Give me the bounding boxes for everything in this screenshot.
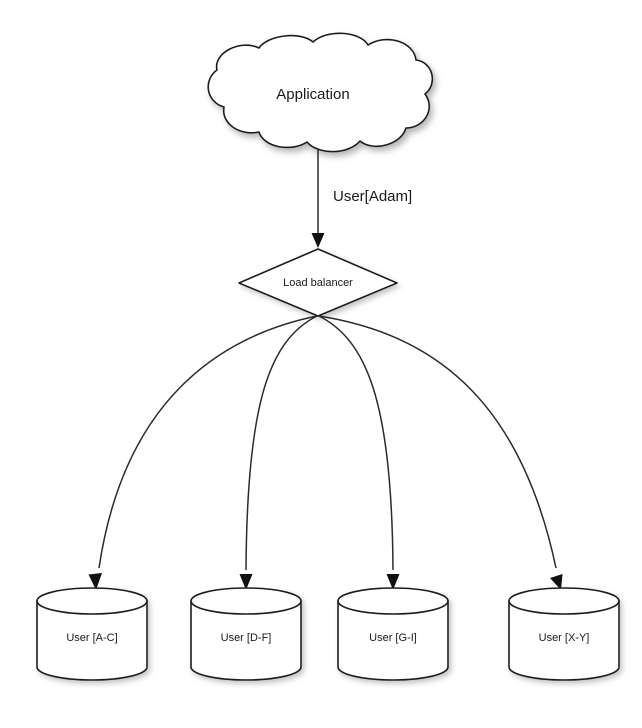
node-database-1[interactable] <box>36 587 148 681</box>
edge-balancer-to-db-2 <box>239 315 318 590</box>
cloud-label: Application <box>276 86 349 103</box>
edge-balancer-to-db-3-arrow-icon <box>386 574 400 590</box>
edge-balancer-to-db-2-arrow-icon <box>239 574 253 590</box>
load-balancer-label: Load balancer <box>283 277 353 289</box>
edge-balancer-to-db-3 <box>318 315 400 590</box>
node-database-4[interactable] <box>508 587 620 681</box>
node-application-cloud[interactable]: Application <box>207 32 434 153</box>
database-1-label: User [A-C] <box>66 632 117 644</box>
edge-balancer-to-db-1-arrow-icon <box>88 573 102 590</box>
edge-balancer-to-db-3-curve <box>318 315 394 571</box>
edge-app-to-balancer-arrow-icon <box>311 233 325 248</box>
node-database-3[interactable] <box>337 587 449 681</box>
edge-balancer-to-db-1 <box>88 315 318 590</box>
edge-balancer-to-db-1-curve <box>98 315 318 569</box>
node-load-balancer[interactable]: Load balancer <box>238 248 398 317</box>
edge-balancer-to-db-4 <box>318 315 563 590</box>
edge-balancer-to-db-4-arrow-icon <box>550 574 563 590</box>
node-database-2[interactable] <box>190 587 302 681</box>
edge-app-to-balancer: User[Adam] <box>311 150 412 248</box>
edge-app-to-balancer-label: User[Adam] <box>333 188 412 205</box>
database-2-label: User [D-F] <box>221 632 272 644</box>
edge-balancer-to-db-4-curve <box>318 315 557 569</box>
edge-balancer-to-db-2-curve <box>245 315 318 571</box>
database-4-label: User [X-Y] <box>539 632 590 644</box>
database-3-label: User [G-I] <box>369 632 417 644</box>
